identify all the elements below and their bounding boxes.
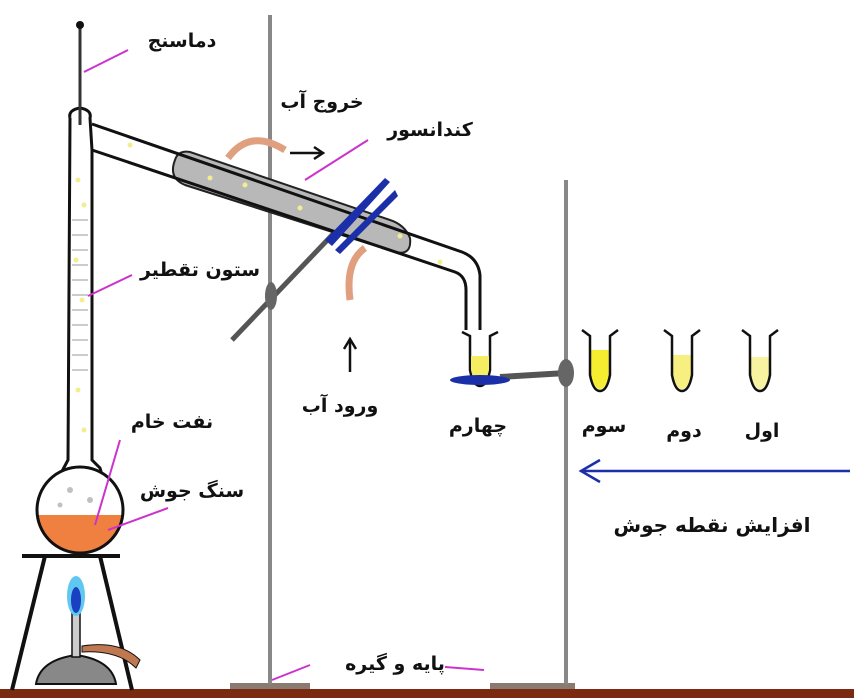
flask (35, 465, 125, 555)
water-out-arrow (290, 145, 326, 161)
bench (0, 689, 854, 698)
label-fraction-2: دوم (666, 420, 702, 442)
receiver-3 (581, 329, 619, 393)
label-stand-clamp: پایه و گیره (345, 652, 445, 675)
bunsen-burner (34, 576, 141, 685)
pointer-lines (83, 49, 485, 681)
label-boiling-stone: سنگ جوش (140, 479, 244, 502)
tripod (10, 554, 134, 691)
receiver-2 (663, 329, 701, 393)
label-water-in: ورود آب (302, 393, 379, 417)
label-increase-boiling-point: افزایش نقطه جوش (613, 513, 810, 537)
label-fraction-1: اول (745, 420, 780, 442)
label-condenser: کندانسور (386, 119, 474, 141)
water-in-arrow (342, 336, 358, 372)
label-thermometer: دماسنج (148, 30, 217, 52)
label-column: ستون تقطیر (139, 259, 260, 281)
delivery-tube (91, 122, 482, 330)
thermometer (76, 21, 84, 125)
label-fraction-4: چهارم (449, 415, 507, 437)
receiver-1 (741, 329, 779, 393)
receiver-4 (450, 330, 574, 388)
increase-boiling-point-arrow (578, 458, 850, 484)
condenser-clamp (325, 178, 398, 254)
label-water-out: خروج آب (280, 89, 363, 113)
label-crude-oil: نفت خام (131, 411, 213, 433)
label-fraction-3: سوم (582, 415, 627, 437)
condenser (172, 137, 412, 301)
